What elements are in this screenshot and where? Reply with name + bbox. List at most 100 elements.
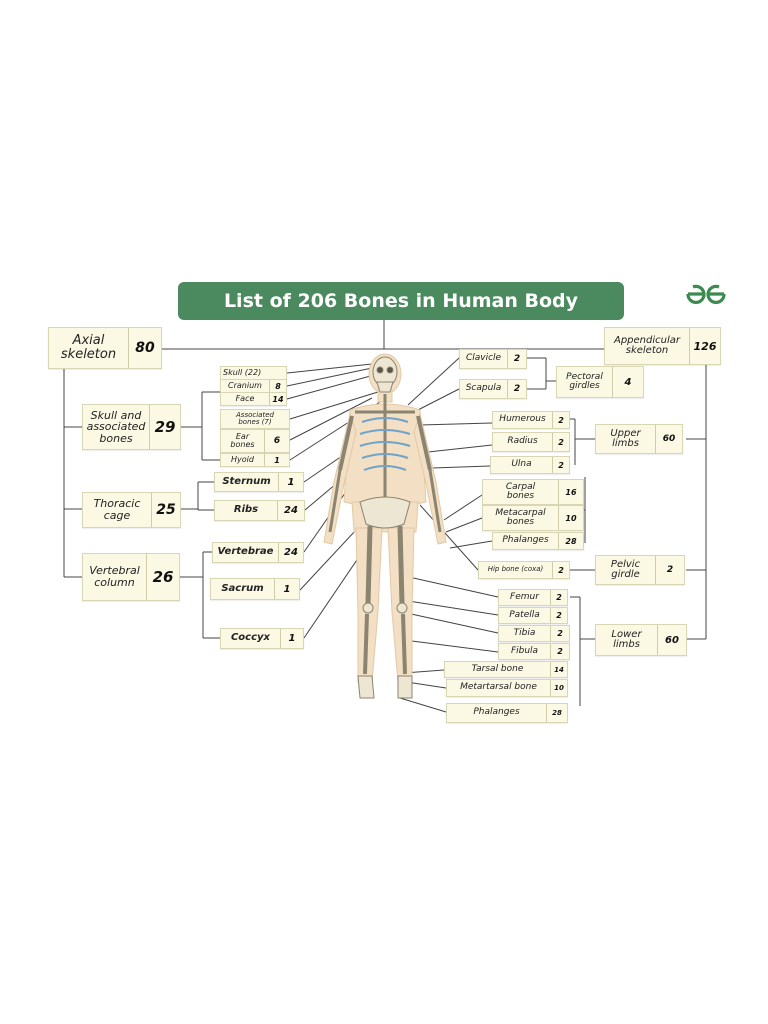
vertebral-column-label: Vertebral column (89, 564, 140, 589)
axial-skeleton-box: Axial skeleton 80 (48, 327, 162, 369)
upper-limbs-label: Upper limbs (610, 427, 641, 449)
hip-bone-label: Hip bone (coxa) (487, 565, 544, 574)
metacarpal-bones-label: Metacarpal bones (495, 507, 546, 527)
metatarsal-bone-box: Metartarsal bone 10 (446, 679, 568, 697)
axial-skeleton-label: Axial skeleton (60, 333, 117, 362)
ribs-label: Ribs (233, 504, 259, 516)
hip-bone-count: 2 (552, 562, 569, 578)
associated-bones-box: Associated bones (7) (220, 409, 290, 429)
scapula-count: 2 (507, 380, 526, 398)
associated-bones-label: Associated bones (7) (236, 410, 274, 426)
diagram-title: List of 206 Bones in Human Body (178, 282, 624, 320)
humerus-label: Humerous (499, 414, 546, 425)
humerus-count: 2 (552, 412, 569, 428)
clavicle-box: Clavicle 2 (459, 349, 527, 369)
cranium-label: Cranium (228, 380, 262, 390)
sternum-box: Sternum 1 (214, 472, 304, 492)
fibula-count: 2 (550, 644, 569, 659)
face-label: Face (235, 393, 255, 403)
phalanges-hand-box: Phalanges 28 (492, 532, 584, 550)
vertebral-column-box: Vertebral column 26 (82, 553, 180, 601)
patella-box: Patella 2 (498, 607, 568, 624)
femur-box: Femur 2 (498, 589, 568, 606)
tarsal-bone-box: Tarsal bone 14 (444, 661, 568, 678)
appendicular-skeleton-count: 126 (689, 328, 720, 364)
phalanges-foot-count: 28 (546, 704, 567, 722)
geeksforgeeks-logo-icon (686, 284, 726, 304)
ear-bones-box: Ear bones 6 (220, 429, 290, 453)
scapula-label: Scapula (465, 383, 502, 394)
phalanges-hand-count: 28 (558, 533, 583, 549)
upper-limbs-count: 60 (655, 425, 682, 453)
sacrum-count: 1 (274, 579, 299, 599)
phalanges-foot-box: Phalanges 28 (446, 703, 568, 723)
face-count: 14 (269, 393, 286, 405)
pelvic-girdle-label: Pelvic girdle (610, 558, 641, 580)
skull-associated-count: 29 (149, 405, 180, 449)
clavicle-count: 2 (507, 350, 526, 368)
skull-label: Skull (22) (223, 367, 262, 377)
metatarsal-bone-count: 10 (550, 680, 567, 696)
patella-label: Patella (509, 609, 540, 620)
human-skeleton-illustration (323, 353, 447, 699)
fibula-label: Fibula (510, 645, 539, 656)
tarsal-bone-count: 14 (550, 662, 567, 677)
skull-box: Skull (22) (220, 366, 287, 380)
metacarpal-bones-box: Metacarpal bones 10 (482, 505, 584, 531)
femur-count: 2 (550, 590, 567, 605)
sternum-label: Sternum (222, 475, 271, 487)
face-box: Face 14 (220, 392, 287, 406)
appendicular-skeleton-label: Appendicular skeleton (613, 334, 680, 356)
femur-label: Femur (510, 591, 539, 602)
ear-bones-count: 6 (264, 430, 289, 452)
pectoral-girdles-count: 4 (612, 367, 643, 397)
pelvic-girdle-count: 2 (655, 556, 684, 584)
lower-limbs-count: 60 (657, 625, 686, 655)
pectoral-girdles-label: Pectoral girdles (566, 371, 603, 391)
fibula-box: Fibula 2 (498, 643, 570, 660)
ulna-box: Ulna 2 (490, 456, 570, 474)
scapula-box: Scapula 2 (459, 379, 527, 399)
carpal-bones-label: Carpal bones (505, 481, 536, 501)
thoracic-cage-label: Thoracic cage (93, 497, 141, 522)
vertebrae-box: Vertebrae 24 (212, 542, 304, 563)
sacrum-box: Sacrum 1 (210, 578, 300, 600)
tibia-box: Tibia 2 (498, 625, 570, 642)
skull-associated-box: Skull and associated bones 29 (82, 404, 181, 450)
humerus-box: Humerous 2 (492, 411, 570, 429)
radius-label: Radius (507, 436, 538, 447)
carpal-bones-box: Carpal bones 16 (482, 479, 584, 505)
lower-limbs-label: Lower limbs (611, 628, 642, 650)
radius-count: 2 (552, 433, 569, 451)
pectoral-girdles-box: Pectoral girdles 4 (556, 366, 644, 398)
ear-bones-label: Ear bones (230, 431, 255, 449)
cranium-box: Cranium 8 (220, 379, 287, 393)
radius-box: Radius 2 (492, 432, 570, 452)
vertebrae-label: Vertebrae (217, 546, 274, 558)
metacarpal-bones-count: 10 (558, 506, 583, 530)
tarsal-bone-label: Tarsal bone (471, 663, 524, 674)
phalanges-foot-label: Phalanges (473, 707, 520, 718)
coccyx-count: 1 (280, 629, 303, 648)
ulna-label: Ulna (511, 459, 532, 470)
clavicle-label: Clavicle (465, 353, 502, 364)
phalanges-hand-label: Phalanges (502, 535, 549, 546)
axial-skeleton-count: 80 (128, 328, 161, 368)
ulna-count: 2 (552, 457, 569, 473)
lower-limbs-box: Lower limbs 60 (595, 624, 687, 656)
vertebral-column-count: 26 (146, 554, 179, 600)
hip-bone-box: Hip bone (coxa) 2 (478, 561, 570, 579)
hyoid-count: 1 (264, 454, 289, 466)
thoracic-cage-count: 25 (151, 493, 180, 527)
ribs-box: Ribs 24 (214, 500, 305, 521)
metatarsal-bone-label: Metartarsal bone (460, 682, 537, 693)
patella-count: 2 (550, 608, 567, 623)
coccyx-label: Coccyx (230, 632, 271, 644)
hyoid-label: Hyoid (231, 454, 254, 464)
sternum-count: 1 (278, 473, 303, 491)
skull-associated-label: Skull and associated bones (86, 408, 146, 445)
thoracic-cage-box: Thoracic cage 25 (82, 492, 181, 528)
ribs-count: 24 (277, 501, 304, 520)
pelvic-girdle-box: Pelvic girdle 2 (595, 555, 685, 585)
coccyx-box: Coccyx 1 (220, 628, 304, 649)
